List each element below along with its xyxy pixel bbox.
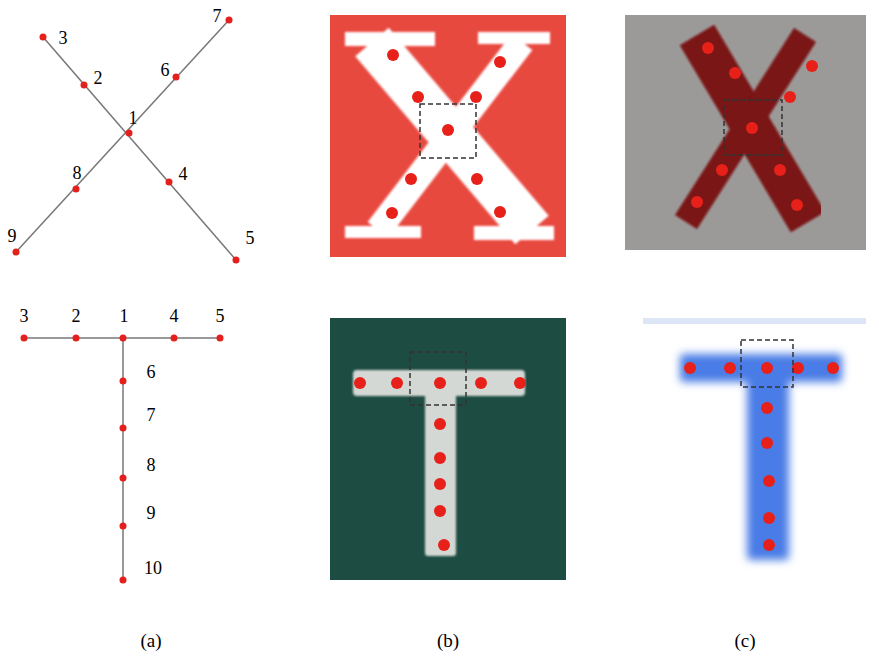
panel-caption: (a)	[140, 631, 161, 650]
callout-number: 10	[144, 559, 162, 577]
callout-number: 2	[72, 307, 81, 325]
callout-number: 7	[213, 7, 222, 25]
callout-number: 6	[161, 61, 170, 79]
t-photo-blue	[643, 318, 866, 562]
t-skeleton	[21, 335, 224, 584]
callout-number: 6	[147, 363, 156, 381]
panel-caption: (c)	[734, 631, 755, 650]
callout-number: 8	[73, 164, 82, 182]
t-photo-green	[330, 318, 566, 580]
callout-number: 4	[179, 165, 188, 183]
callout-number: 5	[216, 307, 225, 325]
x-photo-grey	[625, 15, 866, 250]
x-skeleton	[13, 17, 240, 264]
callout-number: 8	[147, 456, 156, 474]
callout-number: 5	[246, 229, 255, 247]
callout-number: 3	[59, 29, 68, 47]
callout-number: 9	[147, 504, 156, 522]
callout-number: 4	[170, 307, 179, 325]
callout-number: 9	[8, 227, 17, 245]
callout-number: 7	[147, 406, 156, 424]
x-photo-red	[330, 15, 566, 257]
callout-number: 2	[94, 69, 103, 87]
callout-number: 1	[129, 109, 138, 127]
callout-number: 1	[120, 307, 129, 325]
callout-number: 3	[20, 307, 29, 325]
panel-caption: (b)	[437, 631, 459, 650]
